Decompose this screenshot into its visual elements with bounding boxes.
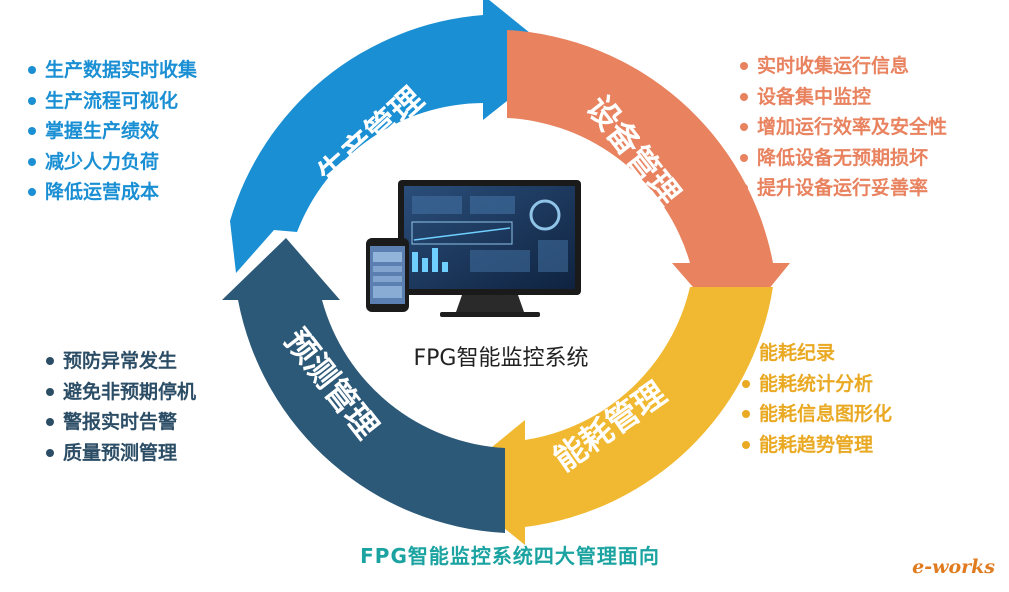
list-item: 能耗信息图形化 [742, 399, 892, 430]
equipment-arrow-segment [507, 30, 790, 333]
list-item-text: 实时收集运行信息 [757, 55, 910, 77]
list-item-text: 警报实时告警 [63, 411, 178, 433]
bullet-dot-icon [740, 92, 748, 101]
list-item: 减少人力负荷 [28, 147, 197, 178]
list-item: 降低运营成本 [28, 177, 197, 208]
energy-arrow-segment [448, 287, 773, 545]
list-item: 掌握生产绩效 [28, 116, 197, 147]
bullet-dot-icon [742, 440, 750, 449]
bullet-dot-icon [46, 448, 54, 457]
smartphone-icon [366, 238, 409, 312]
center-system-title: FPG智能监控系统 [413, 346, 589, 371]
list-item: 增加运行效率及安全性 [740, 112, 947, 143]
bullet-dot-icon [28, 157, 36, 166]
bullet-dot-icon [28, 96, 36, 105]
list-item-text: 能耗趋势管理 [759, 433, 874, 456]
list-item: 生产流程可视化 [28, 86, 197, 117]
list-item-text: 生产数据实时收集 [45, 59, 198, 81]
list-item-text: 预防异常发生 [63, 350, 178, 372]
list-item-text: 减少人力负荷 [45, 150, 160, 173]
list-item: 警报实时告警 [46, 407, 196, 438]
bullet-dot-icon [28, 66, 36, 75]
list-item: 质量预测管理 [46, 438, 196, 469]
prediction-arrow-segment [222, 238, 505, 533]
list-item: 能耗趋势管理 [742, 430, 892, 461]
monitor-dashboard-icon [398, 180, 581, 317]
list-item: 能耗统计分析 [742, 369, 892, 400]
bullet-dot-icon [46, 357, 54, 366]
bullet-dot-icon [46, 387, 54, 396]
list-item-text: 设备集中监控 [757, 85, 872, 108]
list-item-text: 避免非预期停机 [63, 380, 197, 403]
list-item: 避免非预期停机 [46, 377, 196, 408]
bullet-dot-icon [740, 123, 748, 132]
bullet-dot-icon [740, 153, 748, 162]
list-item-text: 降低设备无预期损坏 [757, 146, 929, 169]
bullet-dot-icon [742, 379, 750, 388]
equipment-feature-list: 实时收集运行信息设备集中监控增加运行效率及安全性降低设备无预期损坏提升设备运行妥… [740, 51, 947, 204]
list-item: 生产数据实时收集 [28, 55, 197, 86]
energy-feature-list: 能耗纪录能耗统计分析能耗信息图形化能耗趋势管理 [742, 338, 892, 460]
list-item-text: 能耗纪录 [759, 342, 836, 364]
bullet-dot-icon [740, 62, 748, 71]
list-item-text: 掌握生产绩效 [45, 120, 160, 142]
list-item-text: 生产流程可视化 [45, 89, 179, 112]
production-feature-list: 生产数据实时收集生产流程可视化掌握生产绩效减少人力负荷降低运营成本 [28, 55, 197, 208]
list-item: 降低设备无预期损坏 [740, 143, 947, 174]
e-works-logo: e-works [912, 556, 995, 578]
bullet-dot-icon [28, 127, 36, 136]
list-item-text: 质量预测管理 [63, 441, 178, 464]
production-arrow-segment [230, 0, 561, 273]
list-item-text: 能耗统计分析 [759, 372, 874, 395]
list-item-text: 能耗信息图形化 [759, 403, 893, 425]
bullet-dot-icon [28, 188, 36, 197]
list-item: 预防异常发生 [46, 346, 196, 377]
list-item-text: 降低运营成本 [45, 181, 160, 203]
bullet-dot-icon [742, 410, 750, 419]
list-item-text: 提升设备运行妥善率 [757, 177, 929, 199]
list-item: 设备集中监控 [740, 82, 947, 113]
list-item: 实时收集运行信息 [740, 51, 947, 82]
list-item-text: 增加运行效率及安全性 [757, 116, 948, 138]
bullet-dot-icon [46, 418, 54, 427]
prediction-feature-list: 预防异常发生避免非预期停机警报实时告警质量预测管理 [46, 346, 196, 468]
diagram-caption: FPG智能监控系统四大管理面向 [360, 544, 660, 568]
